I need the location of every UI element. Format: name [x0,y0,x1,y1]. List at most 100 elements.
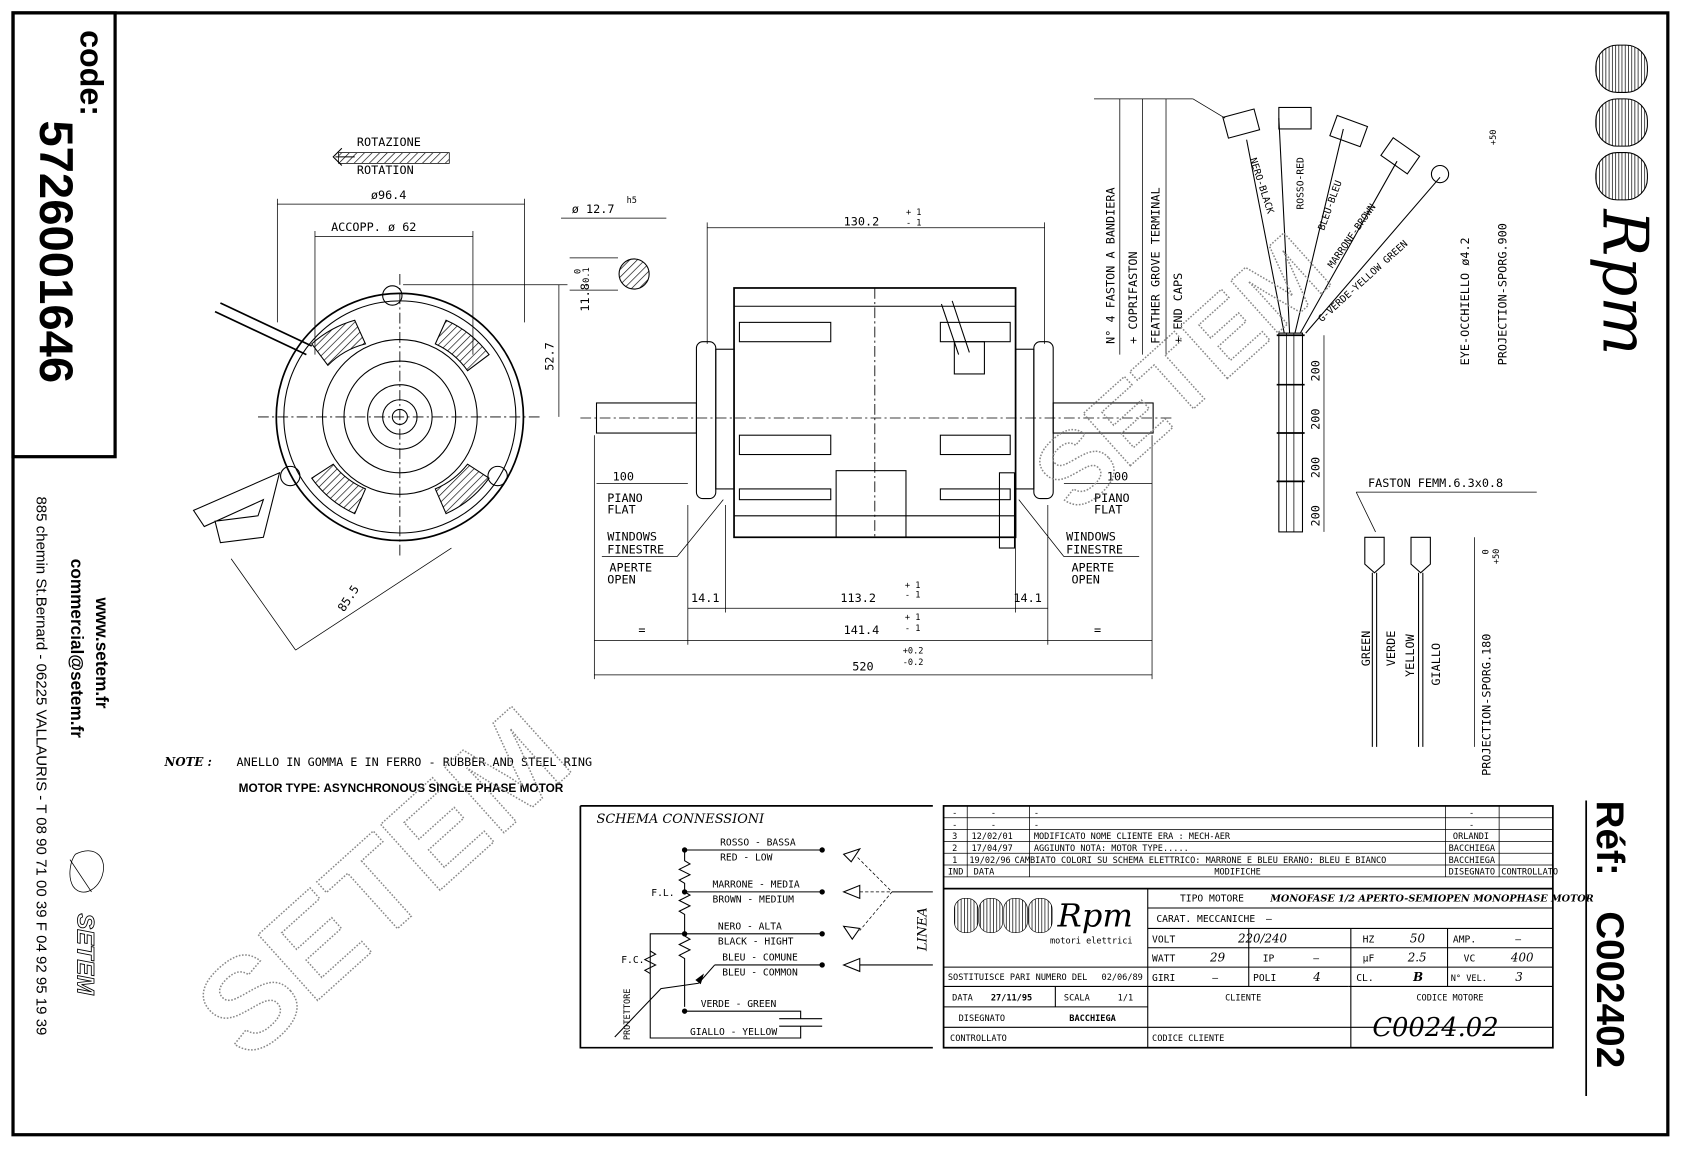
dim-height: 52.7 [543,342,557,370]
right-panel: Rpm Réf: C002402 [1585,44,1661,1097]
rev-ind: - [952,809,957,819]
dim-side-left: 14.1 [691,591,719,605]
volt-value: 220/240 [1237,931,1288,945]
codice-motore-value: C0024.02 [1372,1013,1498,1043]
side-view: 130.2 + 1 - 1 100 100 PIANO FLAT PIANO F… [580,208,1172,680]
rotation-it: ROTAZIONE [357,135,421,149]
dim-body-tol-plus: + 1 [906,208,922,218]
dim-outer-tol-plus: + 1 [905,613,921,623]
nvel-label: N° VEL. [1451,974,1487,984]
line-yellow: GIALLO - YELLOW [690,1027,777,1038]
dim-equal-right: = [1094,623,1101,637]
cliente-label: CLIENTE [1225,993,1261,1003]
rotation-en: ROTATION [357,163,414,177]
giri-value: — [1212,973,1218,984]
faston-note-4: + END CAPS [1171,273,1185,344]
faston-femm: FASTON FEMM.6.3x0.8 [1368,476,1503,490]
segment-2: 200 [1309,408,1323,429]
finestre-right: FINESTRE [1066,542,1123,556]
sost-value: 02/06/89 [1102,973,1143,983]
line-blue-en: BLEU - COMMON [722,968,798,979]
dim-outer: 141.4 [844,623,880,637]
volt-label: VOLT [1152,934,1175,945]
flat-tol-upper: 0 [573,269,583,274]
amp-value: — [1515,934,1521,945]
projection-cap-tol-lower: 0 [1481,549,1491,554]
giri-label: GIRI [1152,973,1175,984]
windows-right: WINDOWS [1066,530,1116,544]
dim-body-length: 130.2 [844,215,880,229]
flat-tol-lower: -0.1 [582,267,592,288]
left-sidebar: code: 5726001646 www.setem.fr commercial… [29,30,112,1035]
rev-date: - [991,809,996,819]
ip-value: — [1313,954,1319,965]
wire-black: NERO-BLACK [1247,157,1275,216]
projection-cap: PROJECTION-SPORG.180 [1480,634,1494,776]
rev-drawn: - [1469,820,1474,830]
disegnato-label: DISEGNATO [959,1014,1005,1024]
rev-date: - [991,820,996,830]
ref-value: C002402 [1588,911,1631,1068]
line-green: VERDE - GREEN [701,999,777,1010]
dim-coupling: ACCOPP. ø 62 [331,220,416,234]
hdr-date: DATA [974,868,995,878]
connection-schema: SCHEMA CONNESSIONI ROSSO - BASSA RED - L… [579,805,933,1049]
rev-ind: 1 [952,856,957,866]
fc-label: F.C. [621,955,644,966]
cap-wire-verde: VERDE [1384,631,1398,667]
vc-value: 400 [1510,951,1534,965]
line-brown-it: MARRONE - MEDIA [713,880,800,891]
uf-label: µF [1363,954,1375,965]
piano-right: PIANO [1094,491,1130,505]
line-red-en: RED - LOW [720,853,773,864]
code-box [11,11,117,459]
dim-total: 520 [852,660,873,674]
open-left: OPEN [607,572,635,586]
line-brown-en: BROWN - MEDIUM [713,895,795,906]
uf-value: 2.5 [1407,951,1427,965]
ref-label: Réf: [1588,801,1631,876]
segment-1: 200 [1309,360,1323,381]
cap-wire-giallo: GIALLO [1429,643,1443,686]
sost-label: SOSTITUISCE PARI NUMERO DEL [948,973,1087,983]
note-text: ANELLO IN GOMMA E IN FERRO - RUBBER AND … [237,755,593,769]
scala-value: 1/1 [1118,993,1134,1003]
scala-label: SCALA [1064,993,1091,1003]
flat-length-right: 100 [1107,469,1128,483]
email: commercial@setem.fr [67,559,87,738]
rev-text: - [1034,820,1039,830]
flat-left: FLAT [607,503,635,517]
projection-main: PROJECTION-SPORG.900 [1496,223,1510,365]
cap-wire-yellow: YELLOW [1403,633,1417,677]
dim-equal-left: = [638,623,645,637]
aperte-left: APERTE [609,561,652,575]
rev-date: 19/02/96 [969,856,1010,866]
address: 885 chemin St.Bernard - 06225 VALLAURIS … [33,496,50,1035]
hdr-modifiche: MODIFICHE [1214,868,1260,878]
codice-motore-label: CODICE MOTORE [1416,993,1483,1003]
setem-logo-text: SETEM [71,913,97,996]
cl-label: CL. [1356,973,1373,984]
rev-date: 12/02/01 [972,832,1013,842]
rev-ind: - [952,820,957,830]
ip-label: IP [1263,954,1275,965]
rpm-logo-icon: Rpm [1588,44,1661,355]
dim-body-tol-minus: - 1 [906,219,922,229]
hdr-drawn: DISEGNATO [1449,868,1495,878]
watt-label: WATT [1152,954,1175,965]
rev-date: 17/04/97 [972,844,1013,854]
setem-logo-icon: SETEM [69,850,104,997]
line-black-en: BLACK - HIGHT [718,937,794,948]
data-value: 27/11/95 [991,993,1032,1003]
open-right: OPEN [1071,572,1099,586]
line-blue-it: BLEU - COMUNE [722,953,798,964]
rev-ind: 2 [952,844,957,854]
watermark-lower: SETEM [170,680,596,1084]
flat-length-left: 100 [613,469,634,483]
website: www.setem.fr [92,596,112,708]
disegnato-value: BACCHIEGA [1069,1014,1116,1024]
projection-cap-tol-upper: +50 [1492,549,1502,565]
rev-text: - [1034,809,1039,819]
watermark-upper: SETEM [1013,212,1351,532]
